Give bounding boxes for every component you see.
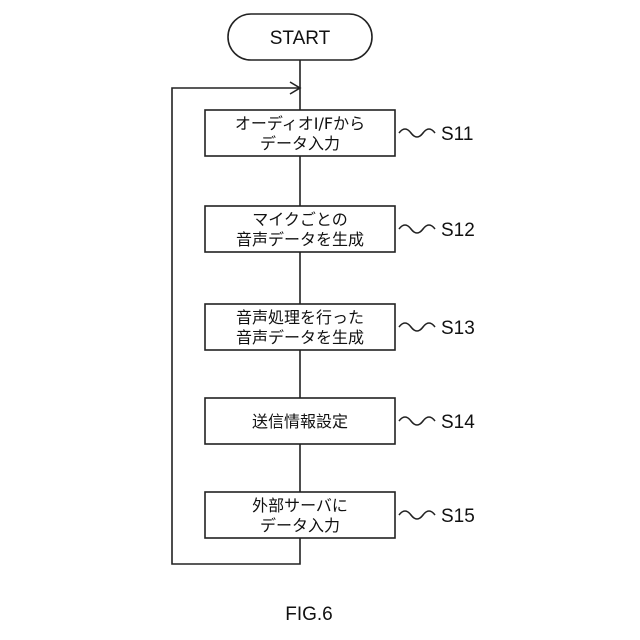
leader-s15 bbox=[399, 511, 435, 519]
leader-s13 bbox=[399, 323, 435, 331]
process-text-s14-line-1: 送信情報設定 bbox=[252, 412, 348, 431]
leader-s12 bbox=[399, 225, 435, 233]
process-text-s12-line-2: 音声データを生成 bbox=[236, 230, 364, 249]
start-label: START bbox=[270, 28, 331, 49]
step-id-s15: S15 bbox=[441, 506, 475, 527]
process-text-s15-line-1: 外部サーバに bbox=[252, 496, 348, 515]
leader-s11 bbox=[399, 129, 435, 137]
leader-s14 bbox=[399, 417, 435, 425]
figure-label: FIG.6 bbox=[285, 604, 333, 625]
step-id-s13: S13 bbox=[441, 318, 475, 339]
process-text-s11-line-1: オーディオI/Fから bbox=[235, 114, 365, 133]
process-text-s13-line-1: 音声処理を行った bbox=[236, 308, 364, 327]
step-id-s11: S11 bbox=[441, 124, 473, 145]
process-text-s12-line-1: マイクごとの bbox=[252, 210, 348, 229]
process-text-s11-line-2: データ入力 bbox=[260, 134, 340, 153]
step-id-s12: S12 bbox=[441, 220, 475, 241]
process-text-s15-line-2: データ入力 bbox=[260, 516, 340, 535]
process-text-s13-line-2: 音声データを生成 bbox=[236, 328, 364, 347]
process-steps: オーディオI/Fからデータ入力 S11 マイクごとの音声データを生成 S12 音声処理を… bbox=[205, 110, 475, 538]
step-id-s14: S14 bbox=[441, 412, 475, 433]
